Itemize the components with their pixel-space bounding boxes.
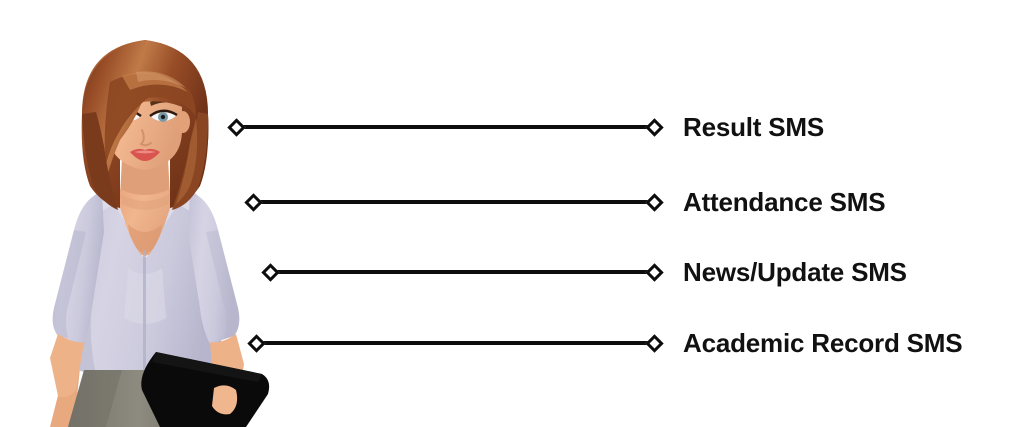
leader-line — [241, 125, 650, 129]
item-label-result-sms: Result SMS — [683, 111, 825, 142]
nose — [139, 129, 152, 147]
leader-line — [261, 341, 650, 345]
diamond-marker-right-icon — [645, 333, 664, 353]
diamond-marker-right-icon — [645, 192, 664, 212]
connector-line-1 — [227, 107, 664, 147]
item-label-attendance-sms: Attendance SMS — [683, 186, 886, 217]
diamond-marker-left-icon — [247, 333, 266, 353]
neck — [120, 158, 170, 196]
hair-front — [82, 40, 209, 180]
hand-right — [212, 385, 238, 415]
hair-fringe — [104, 73, 196, 164]
diamond-marker-left-icon — [227, 117, 246, 137]
sleeve-right — [188, 192, 240, 344]
lips — [130, 148, 160, 161]
leader-line — [275, 270, 650, 274]
connector-row-academic-record-sms[interactable]: Academic Record SMS — [247, 323, 963, 363]
connector-row-result-sms[interactable]: Result SMS — [227, 107, 825, 147]
leader-line — [258, 200, 650, 204]
forearm-left — [50, 334, 84, 398]
diamond-marker-right-icon — [645, 117, 664, 137]
item-label-news-update-sms: News/Update SMS — [683, 256, 907, 287]
diamond-marker-left-icon — [261, 262, 280, 282]
connector-line-3 — [261, 252, 664, 292]
connector-line-2 — [244, 182, 664, 222]
connector-line-4 — [247, 323, 664, 363]
eye-right — [149, 109, 178, 122]
item-label-academic-record-sms: Academic Record SMS — [683, 327, 963, 358]
diamond-marker-left-icon — [244, 192, 263, 212]
diamond-marker-right-icon — [645, 262, 664, 282]
woman-avatar-illustration — [10, 18, 300, 427]
connector-row-attendance-sms[interactable]: Attendance SMS — [244, 182, 886, 222]
connector-row-news-update-sms[interactable]: News/Update SMS — [261, 252, 907, 292]
